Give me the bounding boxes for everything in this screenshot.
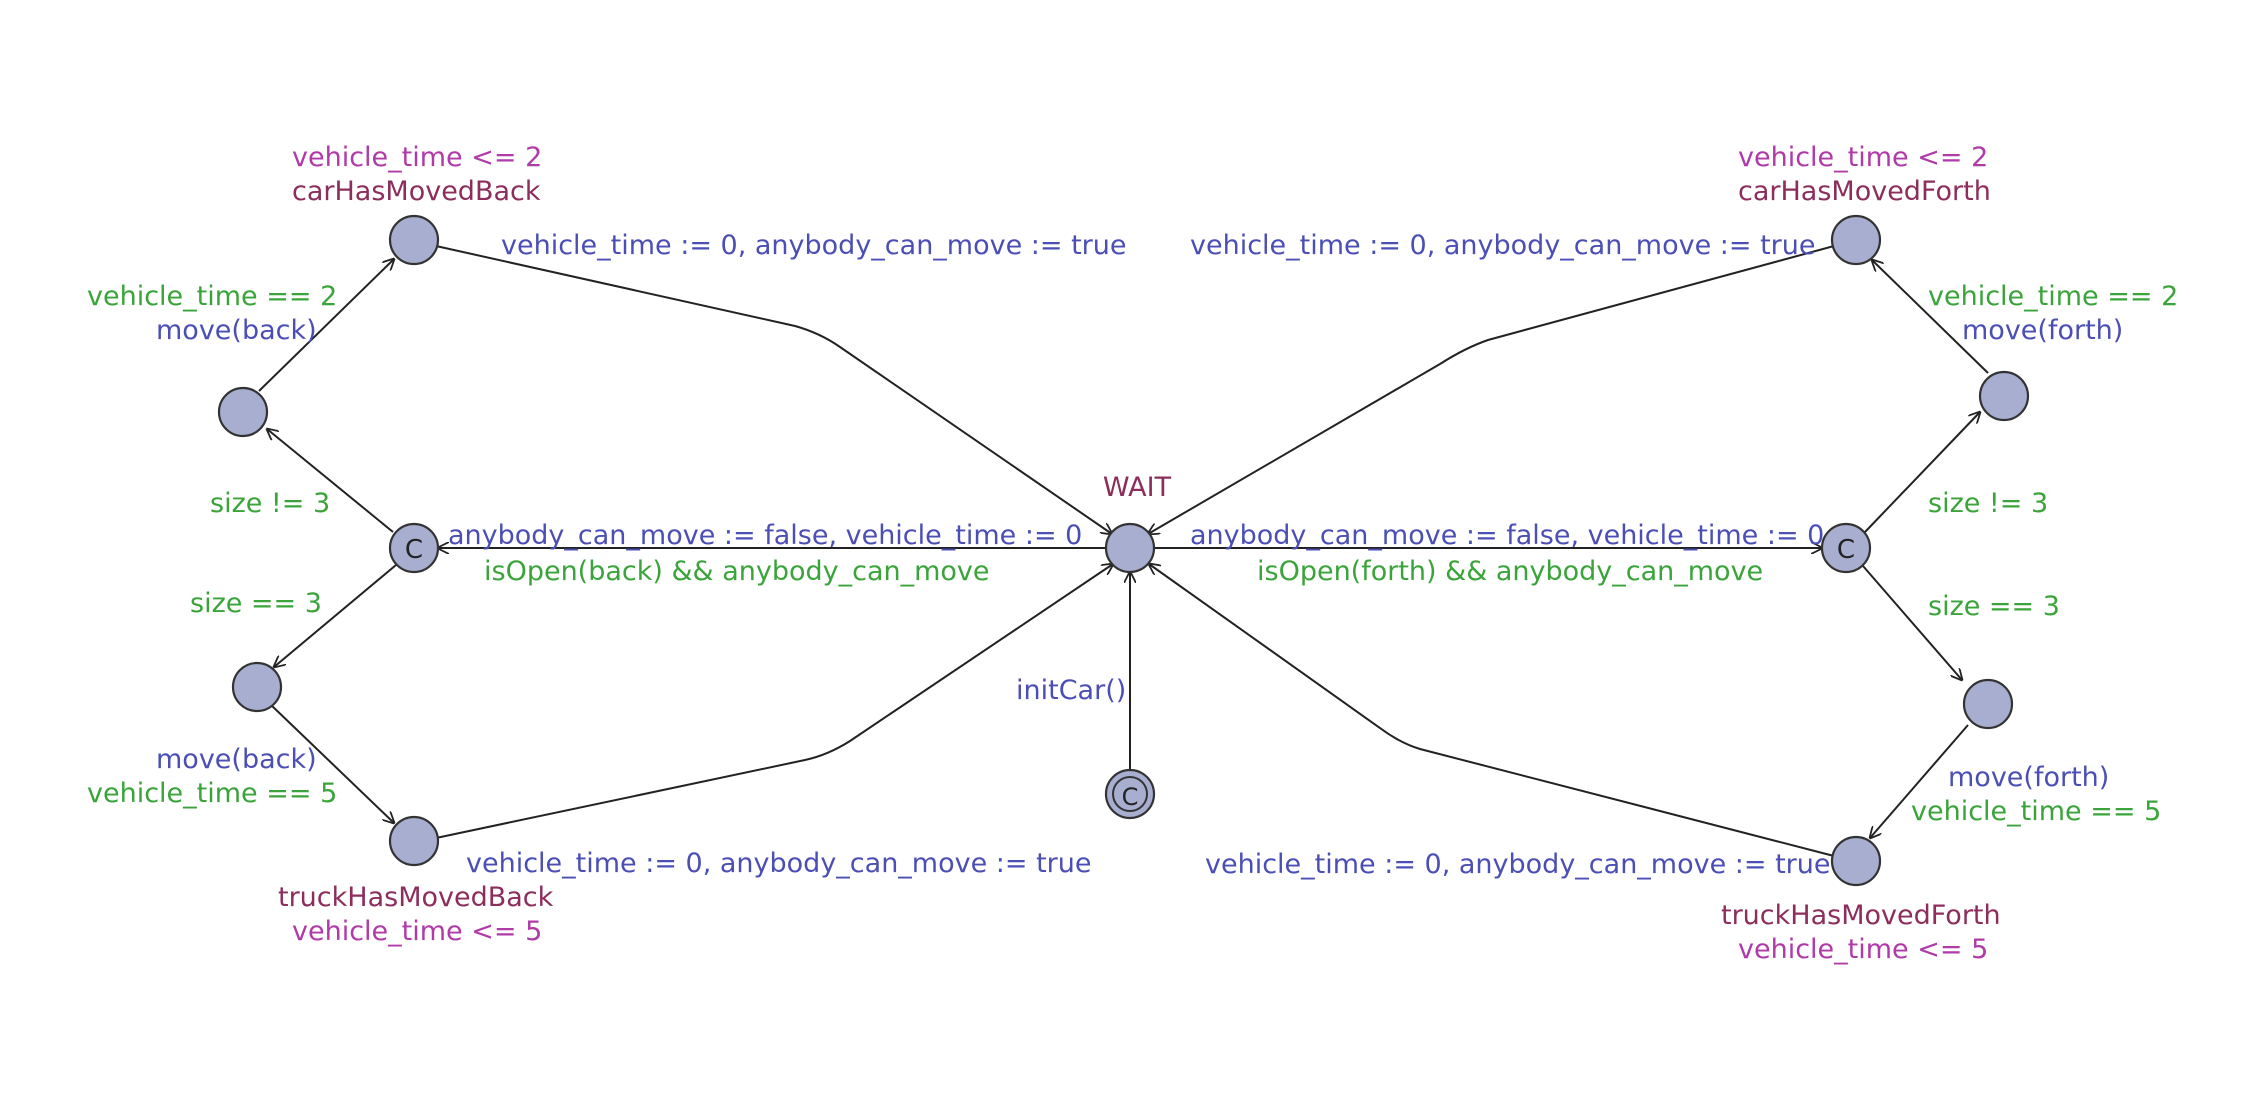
edge-mid-bottom-to-truck-forth[interactable] <box>1870 724 1969 838</box>
guard-to-back: isOpen(back) && anybody_can_move <box>484 556 990 587</box>
edge-committed-forth-to-mid-bottom[interactable] <box>1862 565 1962 680</box>
state-name-car-back: carHasMovedBack <box>292 176 541 207</box>
state-truck-back[interactable] <box>388 815 440 867</box>
state-mid-forth-bottom[interactable] <box>1962 678 2014 730</box>
edge-car-back-to-wait[interactable] <box>435 245 1112 534</box>
committed-marker-forth: C <box>1837 535 1855 565</box>
state-name-car-forth: carHasMovedForth <box>1738 176 1991 207</box>
invariant-car-forth: vehicle_time <= 2 <box>1738 142 1988 173</box>
init-marker: C <box>1122 783 1139 811</box>
edge-committed-back-to-mid-top[interactable] <box>267 429 394 533</box>
guard-to-forth: isOpen(forth) && anybody_can_move <box>1257 556 1763 587</box>
guard-forth-size-ne: size != 3 <box>1928 488 2048 519</box>
state-name-wait: WAIT <box>1103 472 1172 503</box>
sync-car-forth-move: move(forth) <box>1962 315 2123 346</box>
guard-forth-size-eq: size == 3 <box>1928 591 2060 622</box>
committed-marker-back: C <box>405 535 423 565</box>
state-car-back[interactable] <box>388 214 440 266</box>
state-name-truck-back: truckHasMovedBack <box>278 882 554 913</box>
update-car-back-return: vehicle_time := 0, anybody_can_move := t… <box>501 230 1127 261</box>
guard-truck-forth-move: vehicle_time == 5 <box>1911 796 2161 827</box>
sync-car-back-move: move(back) <box>156 315 317 346</box>
state-name-truck-forth: truckHasMovedForth <box>1721 900 2001 931</box>
guard-car-forth-move: vehicle_time == 2 <box>1928 281 2178 312</box>
state-car-forth[interactable] <box>1830 214 1882 266</box>
state-mid-back-top[interactable] <box>217 386 269 438</box>
edge-mid-bottom-to-truck-back[interactable] <box>269 703 394 823</box>
update-truck-forth-return: vehicle_time := 0, anybody_can_move := t… <box>1205 849 1831 880</box>
state-init[interactable]: C <box>1104 768 1156 820</box>
invariant-car-back: vehicle_time <= 2 <box>292 142 542 173</box>
sync-init-car: initCar() <box>1016 675 1126 706</box>
guard-back-size-eq: size == 3 <box>190 588 322 619</box>
edge-committed-forth-to-mid-top[interactable] <box>1864 412 1980 533</box>
state-mid-forth-top[interactable] <box>1978 370 2030 422</box>
edge-truck-back-to-wait[interactable] <box>435 564 1113 839</box>
invariant-truck-forth: vehicle_time <= 5 <box>1738 934 1988 965</box>
state-mid-back-bottom[interactable] <box>231 661 283 713</box>
sync-truck-forth-move: move(forth) <box>1948 762 2109 793</box>
invariant-truck-back: vehicle_time <= 5 <box>292 916 542 947</box>
edge-mid-top-to-car-forth[interactable] <box>1872 260 1989 374</box>
update-truck-back-return: vehicle_time := 0, anybody_can_move := t… <box>466 848 1092 879</box>
edge-committed-back-to-mid-bottom[interactable] <box>274 564 397 667</box>
state-committed-back[interactable]: C <box>388 522 440 574</box>
state-truck-forth[interactable] <box>1830 835 1882 887</box>
update-car-forth-return: vehicle_time := 0, anybody_can_move := t… <box>1190 230 1816 261</box>
edge-truck-forth-to-wait[interactable] <box>1149 564 1835 857</box>
state-wait[interactable] <box>1104 522 1156 574</box>
guard-back-size-ne: size != 3 <box>210 488 330 519</box>
guard-car-back-move: vehicle_time == 2 <box>87 281 337 312</box>
edge-car-forth-to-wait[interactable] <box>1148 245 1835 534</box>
edge-mid-top-to-car-back[interactable] <box>258 259 394 392</box>
update-to-back: anybody_can_move := false, vehicle_time … <box>448 520 1082 551</box>
state-committed-forth[interactable]: C <box>1820 522 1872 574</box>
update-to-forth: anybody_can_move := false, vehicle_time … <box>1190 520 1824 551</box>
guard-truck-back-move: vehicle_time == 5 <box>87 778 337 809</box>
sync-truck-back-move: move(back) <box>156 744 317 775</box>
